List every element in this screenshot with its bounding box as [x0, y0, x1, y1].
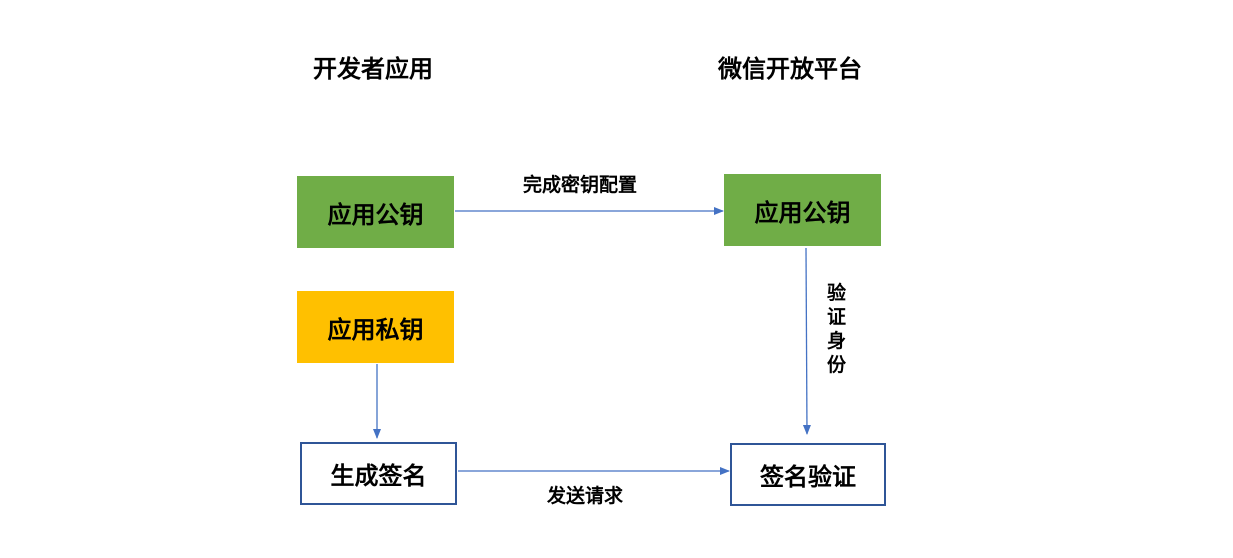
app-private-key-box: 应用私钥 — [297, 291, 454, 363]
app-public-key-box-left: 应用公钥 — [297, 176, 454, 248]
verify-identity-char: 验 — [827, 282, 847, 304]
verify-identity-char: 身 — [827, 330, 847, 352]
signature-verification-box: 签名验证 — [730, 443, 886, 506]
developer-app-title: 开发者应用 — [313, 55, 433, 83]
verify-identity-char: 证 — [827, 306, 847, 328]
arrow-verify-identity — [802, 247, 811, 435]
app-public-key-box-right: 应用公钥 — [724, 174, 881, 246]
verify-identity-char: 份 — [827, 354, 847, 376]
generate-signature-box: 生成签名 — [300, 442, 457, 505]
verify-identity-label: 验 证 身 份 — [827, 281, 846, 377]
wechat-open-platform-title: 微信开放平台 — [718, 55, 862, 83]
send-request-label: 发送请求 — [547, 485, 624, 507]
configure-keys-label: 完成密钥配置 — [523, 174, 638, 196]
